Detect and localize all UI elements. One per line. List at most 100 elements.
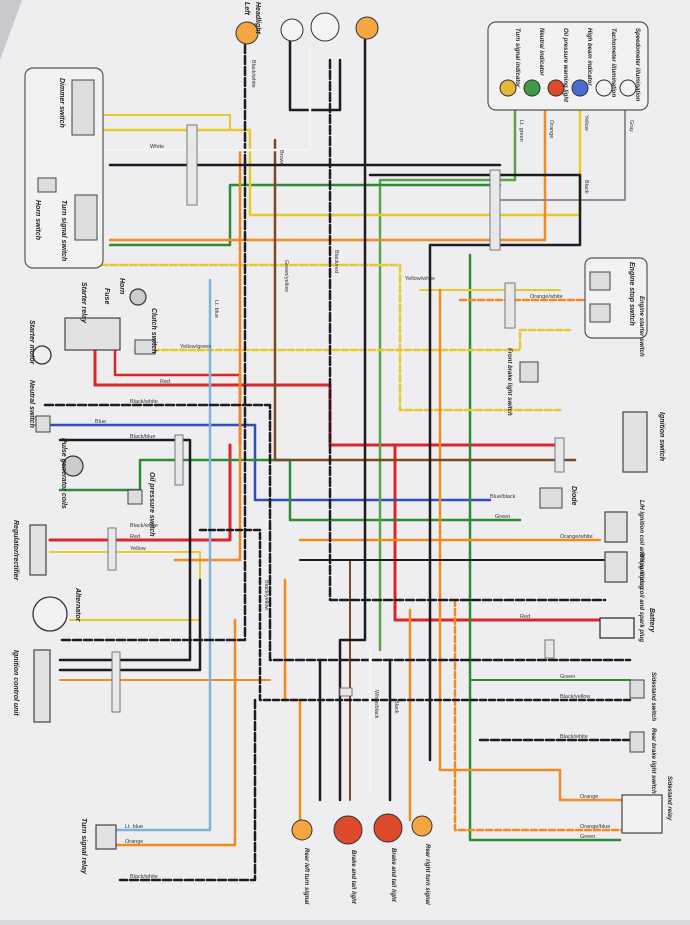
- turn-indicator-bulb: [499, 79, 517, 97]
- wire-black-right: [368, 173, 582, 762]
- wire-label-yellow-green: Yellow/green: [180, 344, 211, 350]
- oil-switch-block: [127, 489, 143, 505]
- label-headlight-a: Headlight: [254, 2, 261, 35]
- wire-ltblue: [108, 278, 212, 832]
- label-rear-right: Rear right turn signal: [424, 844, 430, 905]
- dimmer-switch-block: [71, 79, 95, 136]
- wire-label-lt-blue: Lt. blue: [213, 300, 219, 318]
- label-oil-sw: Oil pressure switch: [148, 472, 155, 537]
- ignition-unit-block: [33, 649, 51, 723]
- label-turn-relay: Turn signal relay: [80, 818, 87, 875]
- wire-label-green-bottom: Green: [580, 834, 595, 840]
- wire-green-vertical: [468, 253, 622, 842]
- headlight-bulb-main: [310, 12, 340, 42]
- label-brake-tail-1: Brake and tail light: [350, 850, 356, 905]
- rh-coil-block: [604, 551, 628, 583]
- headlight-bulb-white: [280, 18, 304, 42]
- wire-label-black-rear: Black: [393, 700, 399, 714]
- wire-label-black-white-bottom: Black/white: [130, 874, 158, 880]
- label-sidestand: Sidestand switch: [650, 672, 656, 721]
- wire-black-ic: [58, 578, 202, 672]
- front-brake-block: [519, 361, 539, 383]
- rear-right-turn-bulb: [411, 815, 433, 837]
- alternator-symbol: [32, 596, 68, 632]
- label-starter-relay: Starter relay: [80, 282, 87, 324]
- rear-brake-block: [629, 731, 645, 753]
- regulator-block: [29, 524, 47, 576]
- engine-starter-block: [589, 303, 611, 323]
- wire-ltgreen-top: [378, 88, 517, 652]
- engine-stop-block: [589, 271, 611, 291]
- wire-label-blue: Blue: [95, 419, 106, 425]
- wire-label-ltgreen-top: Lt. green: [518, 120, 524, 142]
- wire-label-orange-bottom: Orange: [125, 839, 143, 845]
- label-tachometer: Tachometer illumination: [610, 28, 616, 97]
- label-neutral-sw: Neutral switch: [28, 380, 35, 428]
- wire-yellow-dimmer: [84, 114, 231, 131]
- wire-orange-top: [108, 93, 547, 242]
- wire-label-black-white-reg: Black/white: [130, 523, 158, 529]
- label-brake-tail-2: Brake and tail light: [390, 848, 396, 903]
- wire-green-main: [58, 458, 522, 522]
- label-rear-left: Rear left turn signal: [303, 848, 309, 905]
- turn-bulb-front: [355, 16, 379, 40]
- wire-label-gray: Gray: [628, 120, 634, 132]
- clutch-switch-block: [134, 339, 156, 355]
- connector-regulator: [107, 527, 117, 571]
- wire-brown: [273, 138, 577, 462]
- label-starter-switch: Engine starter switch: [638, 296, 644, 357]
- label-battery: Battery: [648, 608, 655, 633]
- turn-switch-block: [74, 194, 98, 241]
- horn-switch-block: [37, 177, 57, 193]
- sidestand-relay-block: [621, 794, 663, 834]
- label-lh-coil: L/H ignition coil and spark plug: [638, 500, 644, 590]
- label-headlight-b: Left: [243, 2, 250, 16]
- wire-orange-blue: [453, 598, 632, 832]
- wire-white-top: [78, 48, 312, 152]
- wire-label-black-blue: Black/blue: [130, 434, 155, 440]
- wire-label-lt-blue-bottom: Lt. blue: [125, 824, 143, 830]
- neutral-switch-block: [35, 415, 51, 433]
- label-dimmer: Dimmer switch: [58, 78, 65, 128]
- wire-label-green: Green: [495, 514, 510, 520]
- connector-layer: [107, 124, 565, 713]
- wire-label-white-left: White: [150, 144, 164, 150]
- wire-label-green-ss: Green: [560, 674, 575, 680]
- sidestand-switch-block: [629, 679, 645, 699]
- wire-yellow-white: [98, 263, 562, 412]
- wire-red-battery: [328, 443, 602, 622]
- wire-label-red: Red: [160, 379, 170, 385]
- wire-label-brown: Brown: [278, 150, 284, 166]
- label-speedometer: Speedometer illumination: [634, 28, 640, 102]
- wire-label-black-white-mid: Black/white: [130, 399, 158, 405]
- wire-label-white-black: White/black: [373, 690, 379, 719]
- ignition-switch-block: [622, 411, 648, 473]
- paper-shadow: [0, 0, 22, 60]
- label-layer: Headlight Left Speedometer illumination …: [12, 2, 672, 905]
- label-regulator: Regulator/rectifier: [12, 520, 19, 582]
- wire-black-white-3: [43, 403, 632, 662]
- label-clutch: Clutch switch: [150, 308, 157, 354]
- label-ignition-sw: Ignition switch: [658, 412, 665, 461]
- starter-motor-symbol: [32, 345, 52, 365]
- wire-black-top-harness: [288, 38, 342, 112]
- wire-label-yellow-top: Yellow: [583, 115, 589, 131]
- neutral-indicator-bulb: [523, 79, 541, 97]
- label-high-beam: High beam indicator: [586, 28, 592, 86]
- lh-coil-block: [604, 511, 628, 543]
- wire-orange-left: [173, 148, 242, 562]
- wire-label-orange-coil: Orange/white: [560, 534, 593, 540]
- label-sidestand-relay: Sidestand relay: [666, 776, 672, 821]
- connector-ignition: [554, 437, 565, 473]
- wire-blue-neutral: [38, 423, 492, 502]
- connector-mid-left: [174, 434, 184, 486]
- label-alternator: Alternator: [74, 587, 81, 623]
- diode-block: [539, 487, 563, 509]
- connector-top-harness: [186, 124, 198, 206]
- wire-label-orange-blue: Orange/blue: [580, 824, 610, 830]
- wire-label-orange-white: Orange/white: [530, 294, 563, 300]
- label-ignition-unit: Ignition control unit: [12, 650, 19, 716]
- tach-illum-bulb: [595, 79, 613, 97]
- connector-ic-unit: [111, 651, 121, 713]
- wire-label-black-right: Black: [583, 180, 589, 194]
